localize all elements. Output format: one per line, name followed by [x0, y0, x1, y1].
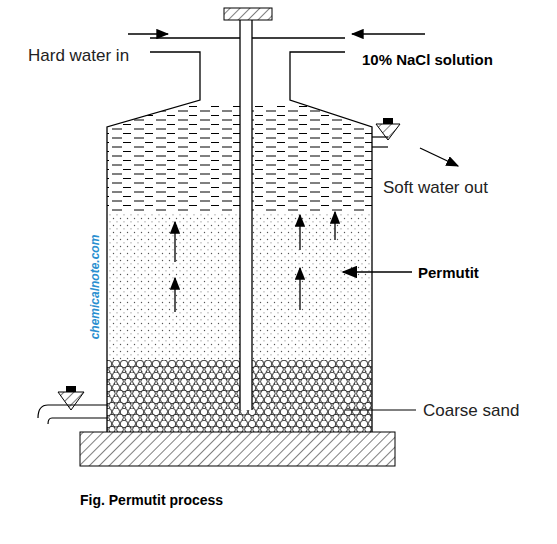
part-label: Coarse sand	[423, 401, 519, 421]
figure-caption: Fig. Permutit process	[80, 490, 223, 510]
inlet-label: Hard water in	[28, 46, 129, 66]
inlet-label: 10% NaCl solution	[362, 50, 493, 70]
outlet-label: Soft water out	[383, 178, 488, 198]
watermark: chemicalnote.com	[85, 227, 105, 347]
part-label: Permutit	[418, 263, 479, 283]
